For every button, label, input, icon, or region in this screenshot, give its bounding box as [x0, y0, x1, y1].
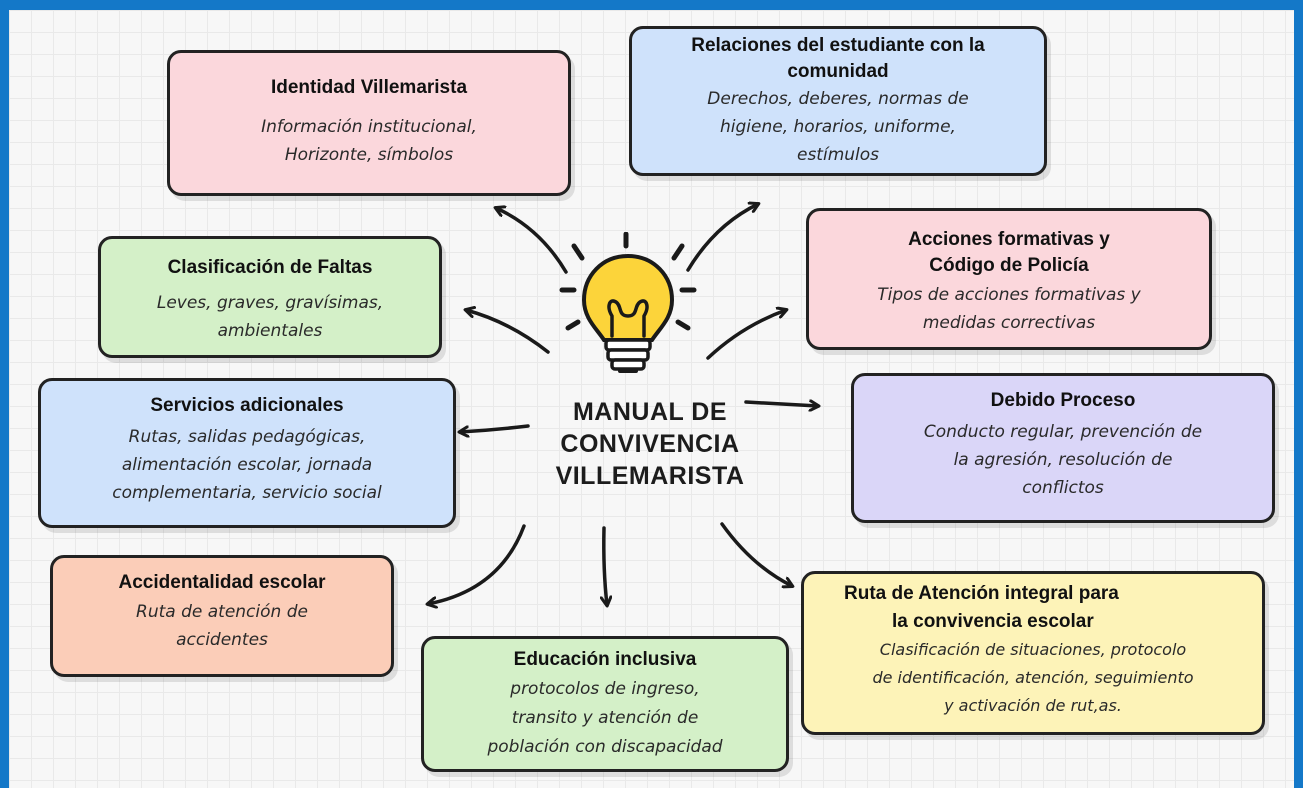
node-title-line: Acciones formativas y [908, 229, 1110, 250]
node-desc-line: la agresión, resolución de [953, 450, 1173, 470]
node-relaciones: Relaciones del estudiante con la comunid… [629, 26, 1047, 176]
arrow-to-servicios [460, 424, 530, 432]
node-desc-line: protocolos de ingreso, [510, 679, 700, 699]
node-title-line: Relaciones del estudiante con la [691, 35, 985, 56]
node-desc-line: población con discapacidad [487, 737, 723, 757]
arrow-to-ruta [720, 522, 792, 586]
arrow-to-educacion [604, 526, 607, 605]
arrow-to-identidad [496, 208, 568, 274]
node-desc-line: higiene, horarios, uniforme, [720, 117, 956, 137]
center-title-line3: VILLEMARISTA [555, 462, 745, 490]
node-servicios: Servicios adicionales Rutas, salidas ped… [38, 378, 456, 528]
node-desc-line: medidas correctivas [922, 313, 1096, 333]
node-clasificacion: Clasificación de Faltas Leves, graves, g… [98, 236, 442, 358]
node-acciones: Acciones formativas y Código de Policía … [806, 208, 1212, 350]
node-title: Debido Proceso [990, 390, 1136, 411]
node-title: Educación inclusiva [513, 649, 697, 670]
node-desc-line: de identificación, atención, seguimiento [872, 668, 1194, 687]
node-title-line: Código de Policía [929, 255, 1089, 276]
center-title-line1: MANUAL DE [572, 398, 728, 426]
node-educacion: Educación inclusiva protocolos de ingres… [421, 636, 789, 772]
node-desc-line: Rutas, salidas pedagógicas, [128, 427, 366, 447]
lightbulb-icon [559, 232, 697, 373]
center-title-line2: CONVIVENCIA [560, 430, 740, 458]
arrow-to-clasificacion [466, 310, 550, 354]
node-desc-line: Tipos de acciones formativas y [877, 285, 1141, 305]
node-desc-line: Información institucional, [261, 117, 477, 137]
arrow-to-accidentalidad [428, 524, 526, 604]
node-identidad: Identidad Villemarista Información insti… [167, 50, 571, 196]
arrow-to-acciones [706, 310, 786, 360]
node-desc-line: estímulos [796, 145, 880, 165]
node-title: Clasificación de Faltas [167, 257, 373, 278]
node-desc-line: accidentes [176, 630, 268, 650]
center-title: MANUAL DE CONVIVENCIA VILLEMARISTA [525, 396, 775, 492]
node-desc-line: y activación de rut,as. [944, 696, 1122, 715]
node-desc-line: conflictos [1022, 478, 1104, 498]
node-title-line: Ruta de Atención integral para [844, 583, 1119, 604]
node-title: Accidentalidad escolar [118, 572, 326, 593]
node-desc-line: transito y atención de [511, 708, 699, 728]
node-title: Identidad Villemarista [270, 77, 468, 98]
node-desc-line: ambientales [217, 321, 323, 341]
node-title: Servicios adicionales [150, 395, 344, 416]
node-debido: Debido Proceso Conducto regular, prevenc… [851, 373, 1275, 523]
node-ruta: Ruta de Atención integral para la conviv… [801, 571, 1265, 735]
node-desc-line: Conducto regular, prevención de [923, 422, 1203, 442]
node-desc-line: Leves, graves, gravísimas, [156, 293, 384, 313]
node-title-line: comunidad [787, 61, 889, 82]
node-desc-line: Horizonte, símbolos [284, 145, 454, 165]
node-title-line: la convivencia escolar [892, 611, 1094, 632]
node-desc-line: Clasificación de situaciones, protocolo [879, 640, 1187, 659]
arrow-to-relaciones [686, 204, 758, 272]
node-accidentalidad: Accidentalidad escolar Ruta de atención … [50, 555, 394, 677]
node-desc-line: complementaria, servicio social [112, 483, 382, 503]
node-desc-line: Ruta de atención de [136, 602, 308, 622]
node-desc-line: alimentación escolar, jornada [121, 455, 373, 475]
node-desc-line: Derechos, deberes, normas de [707, 89, 969, 109]
arrow-to-debido [744, 402, 818, 406]
